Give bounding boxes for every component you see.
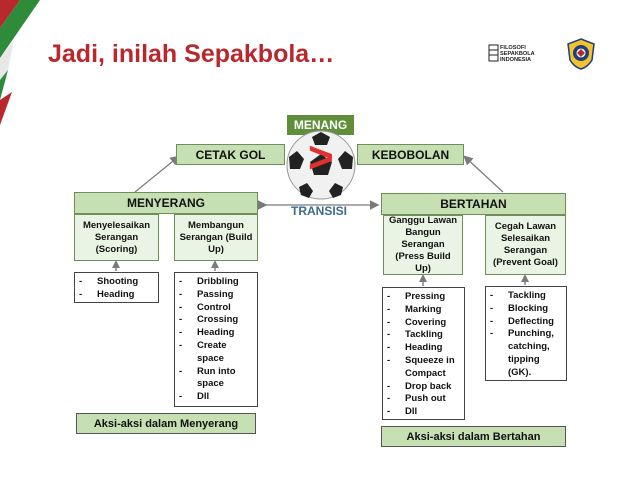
- list-item: -Deflecting: [490, 315, 554, 327]
- list-item: -Heading: [387, 342, 443, 354]
- list-item: -Create space: [179, 339, 227, 364]
- menyerang-footer: Aksi-aksi dalam Menyerang: [76, 413, 256, 434]
- list-item: -Blocking: [490, 302, 549, 314]
- list-item: -Tackling: [387, 329, 443, 341]
- bertahan-footer-label: Aksi-aksi dalam Bertahan: [406, 430, 541, 443]
- list-item: -Drop back: [387, 380, 452, 392]
- build-up-box: Membangun Serangan (Build Up): [174, 214, 258, 261]
- kebobolan-label: KEBOBOLAN: [371, 147, 450, 162]
- list-item: -Crossing: [179, 314, 239, 326]
- scoring-label: Menyelesaikan Serangan (Scoring): [82, 219, 151, 255]
- bertahan-label: BERTAHAN: [440, 197, 507, 211]
- corner-decoration: [0, 0, 40, 125]
- menang-label: MENANG: [287, 115, 354, 135]
- build-up-label: Membangun Serangan (Build Up): [179, 219, 253, 255]
- bertahan-footer: Aksi-aksi dalam Bertahan: [381, 426, 566, 447]
- build-up-actions-list: -Dribbling -Passing -Control -Crossing -…: [174, 272, 258, 407]
- list-item: -Passing: [179, 288, 234, 300]
- list-item: -Squeeze in Compact: [387, 354, 455, 379]
- press-build-up-actions-list: -Pressing -Marking -Covering -Tackling -…: [382, 287, 465, 420]
- menyerang-label: MENYERANG: [126, 196, 205, 210]
- list-item: -Push out: [387, 393, 446, 405]
- list-item: -Dribbling: [179, 276, 239, 287]
- menyerang-header: MENYERANG: [74, 192, 258, 214]
- bertahan-header: BERTAHAN: [381, 193, 566, 215]
- filosofi-logo-text: FILOSOFI SEPAKBOLA INDONESIA: [500, 45, 535, 63]
- press-build-up-box: Ganggu Lawan Bangun Serangan (Press Buil…: [383, 215, 463, 275]
- list-item: -Heading: [179, 327, 235, 339]
- prevent-goal-actions-list: -Tackling -Blocking -Deflecting -Punchin…: [485, 286, 567, 381]
- list-item: -Tackling: [490, 290, 546, 301]
- slide-title: Jadi, inilah Sepakbola…: [48, 40, 335, 68]
- list-item: -Dll: [387, 406, 418, 418]
- press-build-up-label: Ganggu Lawan Bangun Serangan (Press Buil…: [388, 215, 458, 274]
- list-item: -Dll: [179, 391, 210, 403]
- scoring-box: Menyelesaikan Serangan (Scoring): [74, 214, 159, 261]
- transisi-label: TRANSISI: [291, 204, 348, 218]
- cetak-gol-box: CETAK GOL: [176, 144, 285, 165]
- list-item: -Punching, catching, tipping (GK).: [490, 328, 554, 378]
- filosofi-logo-icon: [488, 44, 499, 62]
- kebobolan-box: KEBOBOLAN: [357, 144, 464, 165]
- prevent-goal-box: Cegah Lawan Selesaikan Serangan (Prevent…: [485, 215, 566, 275]
- soccer-ball-icon: [286, 130, 356, 200]
- menyerang-footer-label: Aksi-aksi dalam Menyerang: [93, 417, 239, 430]
- list-item: -Pressing: [387, 291, 446, 302]
- list-item: -Run into space: [179, 365, 236, 390]
- list-item: -Marking: [387, 303, 442, 315]
- prevent-goal-label: Cegah Lawan Selesaikan Serangan (Prevent…: [493, 221, 558, 268]
- scoring-actions-list: -Shooting -Heading: [74, 272, 159, 303]
- list-item: -Control: [179, 301, 231, 313]
- pssi-emblem-icon: [567, 38, 595, 70]
- list-item: -Heading: [79, 288, 135, 300]
- cetak-gol-label: CETAK GOL: [195, 147, 266, 162]
- greater-than-symbol: >: [308, 133, 334, 182]
- list-item: -Shooting: [79, 276, 139, 287]
- list-item: -Covering: [387, 316, 447, 328]
